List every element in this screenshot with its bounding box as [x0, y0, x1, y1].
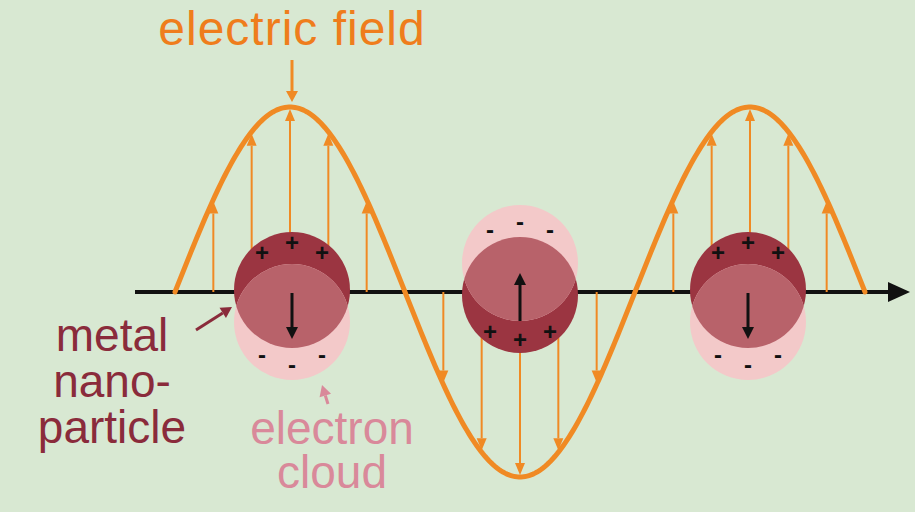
field-vector-head	[515, 463, 525, 475]
charge-sign: -	[516, 210, 524, 234]
charge-sign: +	[513, 328, 527, 352]
charge-sign: -	[318, 343, 326, 367]
charge-sign: -	[486, 218, 494, 242]
leader-line-head	[320, 385, 331, 397]
overlap-region	[690, 232, 806, 348]
charge-sign: -	[546, 218, 554, 242]
overlap-region	[462, 237, 578, 353]
overlap-region	[234, 232, 350, 348]
field-vector-head	[285, 109, 295, 121]
field-vector-head	[745, 109, 755, 121]
leader-line	[325, 395, 328, 404]
dipole-arrow	[291, 293, 294, 327]
axis-arrowhead	[888, 282, 910, 302]
field-vector	[826, 214, 828, 293]
charge-sign: -	[288, 353, 296, 377]
metal-core	[462, 237, 578, 353]
dipole-arrow	[519, 285, 522, 321]
metal-core	[690, 232, 806, 348]
cloud-label: electron cloud	[232, 406, 432, 494]
charge-sign: -	[744, 353, 752, 377]
charge-sign: +	[483, 320, 497, 344]
charge-sign: -	[774, 343, 782, 367]
dipole-arrowhead	[742, 327, 754, 339]
charge-sign: +	[285, 231, 299, 255]
dipole-arrow	[747, 293, 750, 327]
field-vector	[366, 214, 368, 293]
wave-label: electric field	[130, 4, 454, 54]
charge-sign: +	[771, 241, 785, 265]
charge-sign: +	[711, 241, 725, 265]
leader-line-head	[286, 91, 298, 102]
field-vector	[672, 214, 674, 293]
leader-line-head	[220, 307, 233, 318]
particle-label: metal nano- particle	[12, 312, 212, 450]
charge-sign: +	[741, 231, 755, 255]
charge-sign: +	[255, 241, 269, 265]
charge-sign: -	[258, 343, 266, 367]
nanoparticle: +++---	[684, 195, 812, 390]
field-vector	[596, 292, 598, 371]
dipole-arrowhead	[286, 327, 298, 339]
metal-core	[234, 232, 350, 348]
field-vector	[442, 292, 444, 371]
field-vector	[212, 214, 214, 293]
charge-sign: -	[714, 343, 722, 367]
charge-sign: +	[543, 320, 557, 344]
leader-line	[291, 60, 294, 91]
leader-line	[196, 313, 223, 330]
nanoparticle: ---+++	[456, 195, 584, 390]
dipole-arrowhead	[514, 273, 526, 285]
nanoparticle: +++---	[228, 195, 356, 390]
charge-sign: +	[315, 241, 329, 265]
